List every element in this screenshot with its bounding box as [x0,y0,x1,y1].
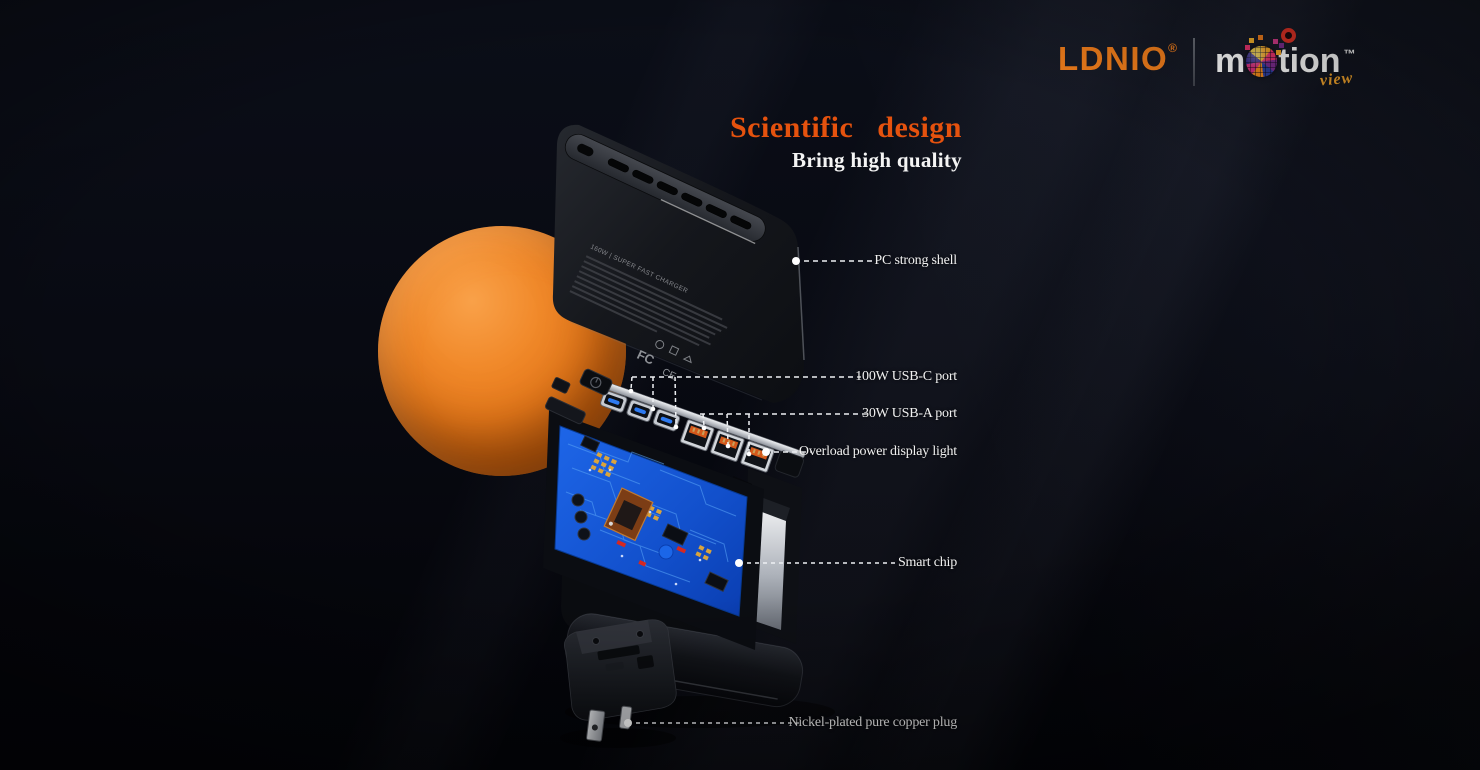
globe-icon [1246,37,1279,77]
circuit-board-assembly [543,377,764,650]
certification-marks: FC CE [635,340,692,383]
overload-light-housing [774,450,805,478]
usb-c-ports [600,390,681,432]
ce-mark: CE [660,367,678,383]
charger-shell: 160W | SUPER FAST CHARGER FC CE [552,124,805,403]
brand-logos: LDNIO® m tion ™ view [1058,28,1356,89]
callout-pc-shell: PC strong shell [874,252,957,270]
power-button [579,368,613,396]
location-pin-icon [1281,28,1297,43]
callout-usb-c-port: 100W USB-C port [855,368,957,386]
callout-smart-chip: Smart chip [898,554,957,572]
trademark-mark: ™ [1344,48,1356,60]
fine-print-lines [569,255,728,347]
callout-copper-plug: Nickel-plated pure copper plug [788,714,957,732]
callout-overload-light: Overload power display light [799,443,957,461]
motion-prefix: m [1215,44,1245,78]
leader-usb-a [700,413,869,457]
callout-leader-lines [624,257,897,727]
registered-mark: ® [1168,41,1177,55]
solder-pads [590,452,618,478]
leader-plug [624,719,799,727]
shell-body [552,124,805,403]
pcb-glints [588,468,702,586]
smart-chip [704,571,729,592]
pcb-board [554,425,748,617]
shell-top-face [564,133,766,245]
motion-suffix: tion [1278,44,1340,78]
leader-usb-c [628,376,861,430]
leader-smart-chip [735,559,897,567]
ldnio-logo: LDNIO® [1058,34,1177,75]
shell-print: 160W | SUPER FAST CHARGER FC CE [569,243,728,383]
leader-overload [762,448,812,456]
motion-view-logo: m tion ™ view [1215,28,1356,89]
ldnio-wordmark: LDNIO [1058,40,1168,77]
main-chip [603,487,654,542]
power-switch-slot [577,143,594,157]
logo-divider [1193,38,1196,86]
page-subtitle: Bring high quality [730,148,962,172]
title-block: Scientific design Bring high quality [730,112,962,173]
port-slots [607,158,752,230]
plug-slots [597,645,654,672]
solder-pads [695,545,712,561]
fcc-mark: FC [635,347,658,368]
callout-usb-a-port: 30W USB-A port [862,405,957,423]
page-title: Scientific design [730,112,962,144]
leader-pc-shell [792,257,877,265]
